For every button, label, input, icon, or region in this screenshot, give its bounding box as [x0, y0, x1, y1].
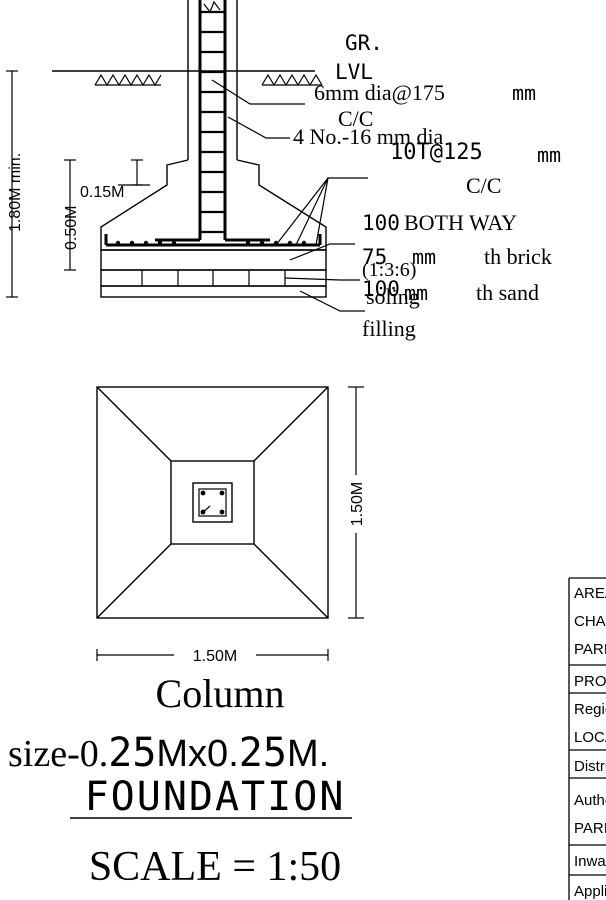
table-row: CHAIB [574, 613, 606, 630]
gr-label: GR. [345, 31, 383, 55]
captions: Column size-0.25Mx0.25M. FOUNDATION SCAL… [8, 671, 352, 890]
leader-lines [211, 79, 368, 312]
title-block-table: AREA CHAIB PARISI PROJE Region LOCAL Dis… [568, 577, 606, 900]
sand-mm-label: mm [404, 281, 428, 305]
dimension-edge-depth [118, 159, 150, 186]
table-row: Authori [574, 792, 606, 809]
pcc-layer [100, 249, 327, 271]
pcc-mm-label: mm [412, 245, 436, 269]
ring-cc-label: C/C [338, 106, 373, 131]
column-caption-line1: Column [156, 671, 285, 716]
depth-edge-label: 0.15M [80, 184, 124, 201]
plan-outer-square [96, 386, 329, 619]
section-view [6, 0, 368, 312]
foundation-title: FOUNDATION [85, 774, 346, 820]
sand-rest-label: th sand [476, 280, 539, 305]
depth-footing-label: 0.50M [63, 206, 80, 250]
ground-hatch [94, 73, 323, 87]
filling-label: filling [362, 316, 416, 341]
main-bars-label: 4 No.-16 mm dia [293, 124, 444, 149]
pcc-rest-label: th brick [484, 244, 552, 269]
pcc-mix-label: (1:3:6) [362, 259, 416, 281]
footing-outline [100, 159, 327, 251]
soling-label: soling [366, 284, 420, 309]
table-row: PROJE [574, 673, 606, 690]
mesh-bar-dots [115, 240, 307, 246]
table-row: PARISI [574, 641, 606, 658]
table-row: AREA [574, 585, 606, 602]
dimension-total-depth [6, 70, 18, 298]
mesh-top-label: 10T@125 [390, 140, 483, 165]
scale-caption: SCALE = 1:50 [89, 844, 341, 890]
table-row: Region [574, 701, 606, 718]
column-ties [200, 10, 225, 234]
depth-total-label: 1.80M min. [7, 153, 24, 232]
table-row: Inward_ [574, 853, 606, 870]
plan-inner-square [170, 460, 255, 545]
section-annotations: GR. LVL 6mm dia@175 mm C/C 4 No.-16 mm d… [7, 31, 561, 341]
mesh-both-prefix: 100 [362, 211, 400, 235]
dimension-footing-depth [64, 159, 76, 271]
table-row: Applica [574, 883, 606, 900]
sand-filling-layer [100, 285, 327, 298]
break-mark [203, 0, 221, 14]
lvl-label: LVL [335, 60, 373, 84]
table-row: LOCAL [574, 729, 606, 746]
mesh-both-label: BOTH WAY [404, 210, 517, 235]
plan-height-label: 1.50M [349, 482, 366, 526]
table-row: PARISI [574, 820, 606, 837]
ring-dia-mm: mm [512, 81, 536, 105]
mesh-top-mm: mm [537, 143, 561, 167]
plan-width-label: 1.50M [193, 648, 237, 665]
table-row: District [574, 758, 606, 775]
plan-column [192, 482, 233, 523]
mesh-cc-label: C/C [466, 173, 501, 198]
pcc-75-label: 75 [362, 245, 387, 269]
plan-view [96, 386, 364, 661]
sand-100-label: 100 [362, 277, 400, 301]
ring-dia-label: 6mm dia@175 [314, 80, 445, 105]
column-caption-line2: size-0.25Mx0.25M. [8, 730, 329, 776]
